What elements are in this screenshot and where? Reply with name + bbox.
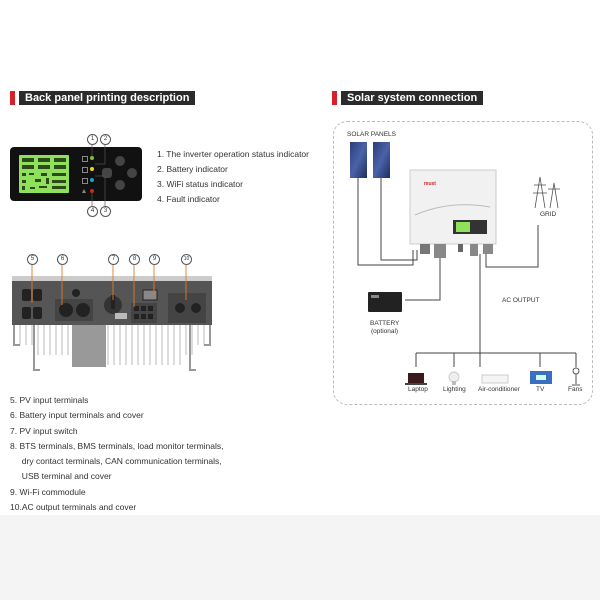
grid-label: GRID [540, 211, 557, 218]
indicator-item-2: 2. Battery indicator [157, 164, 228, 174]
grid-tower-icon [533, 176, 560, 209]
battery-led-icon [90, 167, 94, 171]
wifi-symbol-icon [82, 178, 88, 184]
callout-10: 10 [181, 254, 192, 265]
battery-icon [368, 292, 402, 312]
battery-note: (optional) [371, 328, 399, 335]
connection-diagram: must [350, 142, 580, 386]
terminal-item-7: 7. PV input switch [10, 426, 78, 436]
up-button[interactable] [115, 156, 125, 166]
terminal-item-8-line3: USB terminal and cover [10, 471, 112, 481]
load-label-laptop: Laptop [408, 386, 428, 393]
callout-5: 5 [27, 254, 38, 265]
header-accent [332, 91, 337, 105]
esc-button[interactable] [127, 168, 137, 178]
callout-4: 4 [87, 206, 98, 217]
solar-panel-icon [350, 142, 390, 178]
indicator-callout-lines [91, 144, 106, 206]
diagram-frame [333, 121, 593, 405]
inverter-bottom-panel [12, 265, 212, 371]
terminal-item-8: 8. BTS terminals, BMS terminals, load mo… [10, 441, 224, 451]
lcd-segments [22, 158, 66, 190]
laptop-icon [405, 373, 427, 385]
control-panel [10, 147, 142, 201]
lcd-display [19, 155, 69, 193]
load-label-lighting: Lighting [443, 386, 466, 393]
indicator-item-4: 4. Fault indicator [157, 194, 220, 204]
callout-7: 7 [108, 254, 119, 265]
load-label-air-conditioner: Air-conditioner [478, 386, 520, 393]
ac-output-label: AC OUTPUT [502, 297, 540, 304]
header-accent [10, 91, 15, 105]
callout-9: 9 [149, 254, 160, 265]
callout-1: 1 [87, 134, 98, 145]
air-conditioner-icon [481, 374, 509, 384]
indicator-item-3: 3. WiFi status indicator [157, 179, 243, 189]
terminal-item-6: 6. Battery input terminals and cover [10, 410, 144, 420]
light-bulb-icon [448, 371, 460, 385]
indicator-item-1: 1. The inverter operation status indicat… [157, 149, 309, 159]
load-label-fans: Fans [568, 386, 583, 393]
battery-symbol-icon [82, 167, 88, 173]
back-panel-header: Back panel printing description [10, 91, 196, 105]
terminal-item-5: 5. PV input terminals [10, 395, 89, 405]
callout-6: 6 [57, 254, 68, 265]
terminal-item-10: 10.AC output terminals and cover [10, 502, 137, 512]
fan-icon [572, 367, 580, 386]
wifi-led-icon [90, 178, 94, 182]
battery-label: BATTERY [370, 320, 400, 327]
enter-button[interactable] [102, 168, 112, 178]
callout-8: 8 [129, 254, 140, 265]
load-label-tv: TV [536, 386, 545, 393]
bottom-background [0, 515, 600, 600]
inverter-brand: must [424, 181, 436, 187]
callout-3: 3 [100, 206, 111, 217]
terminal-item-9: 9. Wi-Fi commodule [10, 487, 86, 497]
terminal-item-8-line2: dry contact terminals, CAN communication… [10, 456, 222, 466]
back-panel-title: Back panel printing description [19, 91, 196, 105]
status-symbol-icon [82, 156, 88, 162]
solar-connection-header: Solar system connection [332, 91, 484, 105]
solar-panels-label: SOLAR PANELS [347, 131, 397, 138]
status-led-icon [90, 156, 94, 160]
down-button[interactable] [115, 180, 125, 190]
fault-symbol-icon [82, 189, 86, 193]
inverter-icon: must [409, 169, 497, 258]
callout-2: 2 [100, 134, 111, 145]
tv-icon [530, 371, 552, 384]
solar-connection-title: Solar system connection [341, 91, 484, 105]
